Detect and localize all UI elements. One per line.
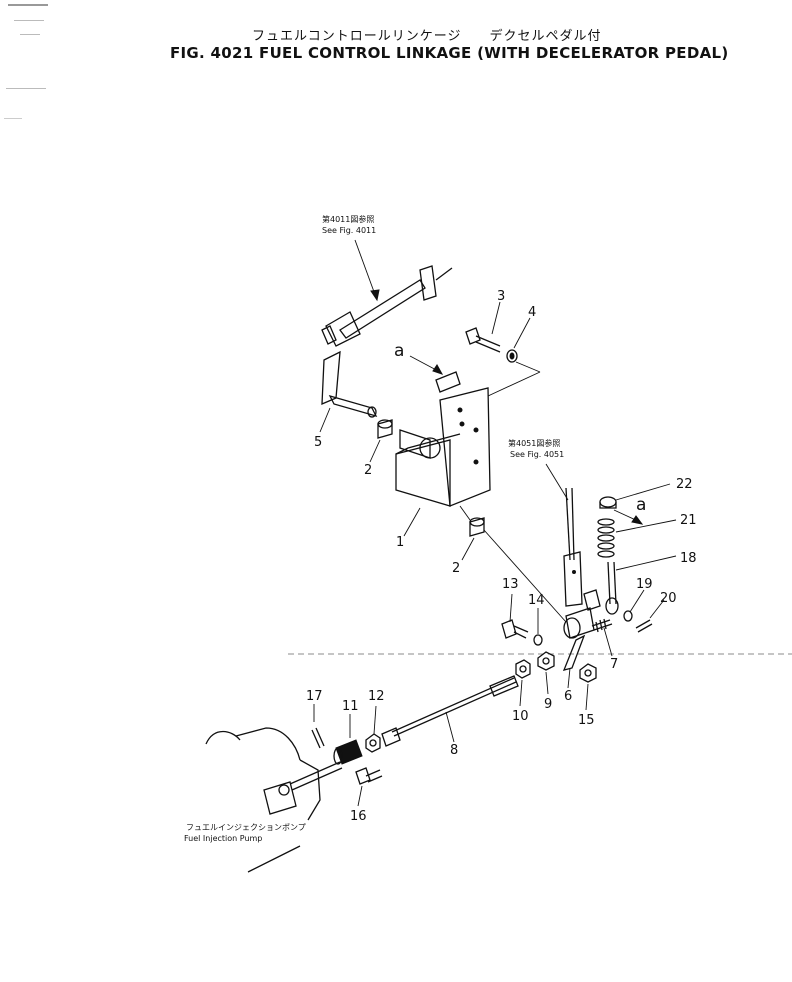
part-20-pin (635, 619, 653, 633)
callout-21: 21 (680, 513, 697, 528)
part-19-washer (623, 610, 633, 622)
callout-9: 9 (544, 697, 552, 712)
marker-a-right: a (636, 495, 646, 515)
decel-rod-upper (563, 487, 583, 607)
part-3-bolt (465, 327, 501, 353)
connector-4b (487, 371, 541, 397)
part-7-spring (591, 618, 613, 633)
fuel-injection-pump (205, 727, 343, 873)
ref-4051-jp: 第4051図参照 (508, 438, 560, 448)
callout-2-upper: 2 (364, 463, 372, 478)
leader-10 (519, 679, 523, 707)
leader-19 (629, 589, 645, 613)
leader-21 (615, 519, 677, 533)
pedal-shaft-assembly (321, 265, 453, 347)
leader-22 (615, 483, 671, 501)
leader-9 (545, 671, 549, 695)
callout-5: 5 (314, 435, 322, 450)
callout-17: 17 (306, 689, 323, 704)
leader-16 (357, 785, 363, 807)
part-9-nut (537, 651, 555, 671)
ref-4011-arrowhead (370, 289, 380, 302)
part-12-nut (365, 733, 381, 753)
pump-label-jp: フュエルインジェクションポンプ (186, 823, 306, 832)
callout-10: 10 (512, 709, 529, 724)
callout-20: 20 (660, 591, 677, 606)
callout-7: 7 (610, 657, 618, 672)
marker-a-top: a (394, 341, 404, 361)
callout-12: 12 (368, 689, 385, 704)
pump-label-en: Fuel Injection Pump (184, 834, 262, 843)
leader-6 (567, 667, 571, 689)
part-15-nut (579, 663, 597, 683)
leader-12 (373, 705, 377, 735)
part-2-bushing-lower (469, 517, 485, 537)
part-14-washer (533, 634, 543, 646)
part-10-nut (515, 659, 531, 679)
callout-15: 15 (578, 713, 595, 728)
leader-18 (615, 555, 677, 571)
part-2-bushing-upper (377, 419, 393, 439)
figure-title-jp: フュエルコントロールリンケージ デクセルペダル付 (252, 29, 602, 44)
callout-4: 4 (528, 305, 536, 320)
part-17-pin (311, 727, 325, 749)
part-21-spring (597, 518, 615, 558)
part-22-cap (599, 496, 617, 509)
connector-2b (459, 505, 471, 521)
connector-4 (515, 361, 541, 373)
leader-3 (491, 301, 501, 335)
ref-4051-leader (545, 463, 569, 501)
leader-8 (445, 711, 455, 743)
ref-4011-leader (354, 239, 378, 301)
ref-4051-en: See Fig. 4051 (510, 450, 564, 459)
leader-1 (403, 507, 421, 537)
leader-7 (603, 627, 613, 657)
figure-title-en: FIG. 4021 FUEL CONTROL LINKAGE (WITH DEC… (170, 44, 729, 62)
leader-20 (649, 599, 665, 619)
part-8-rod (381, 675, 519, 747)
leader-2b (461, 537, 475, 561)
callout-8: 8 (450, 743, 458, 758)
part-1-bracket (395, 371, 491, 507)
part-4-washer (506, 349, 518, 363)
leader-5 (319, 407, 331, 433)
part-16-bolt (355, 767, 383, 785)
callout-14: 14 (528, 593, 545, 608)
leader-2a (369, 439, 381, 463)
callout-1: 1 (396, 535, 404, 550)
leader-15 (585, 683, 589, 711)
connector-2b-to-6 (483, 529, 567, 623)
callout-2-lower: 2 (452, 561, 460, 576)
callout-6: 6 (564, 689, 572, 704)
ref-4011-jp: 第4011図参照 (322, 214, 374, 224)
callout-18: 18 (680, 551, 697, 566)
callout-3: 3 (497, 289, 505, 304)
marker-a-top-arrowhead (432, 364, 444, 375)
leader-13 (509, 593, 513, 623)
part-13-bolt (501, 619, 529, 639)
callout-11: 11 (342, 699, 359, 714)
callout-22: 22 (676, 477, 693, 492)
callout-19: 19 (636, 577, 653, 592)
callout-16: 16 (350, 809, 367, 824)
part-18-rod (605, 561, 619, 615)
scan-noise (4, 4, 48, 119)
marker-a-right-arrowhead (631, 515, 644, 525)
part-11-joint (333, 739, 363, 765)
callout-13: 13 (502, 577, 519, 592)
part-5-lever (321, 350, 378, 418)
leader-4 (513, 317, 531, 349)
ref-4011-en: See Fig. 4011 (322, 226, 376, 235)
